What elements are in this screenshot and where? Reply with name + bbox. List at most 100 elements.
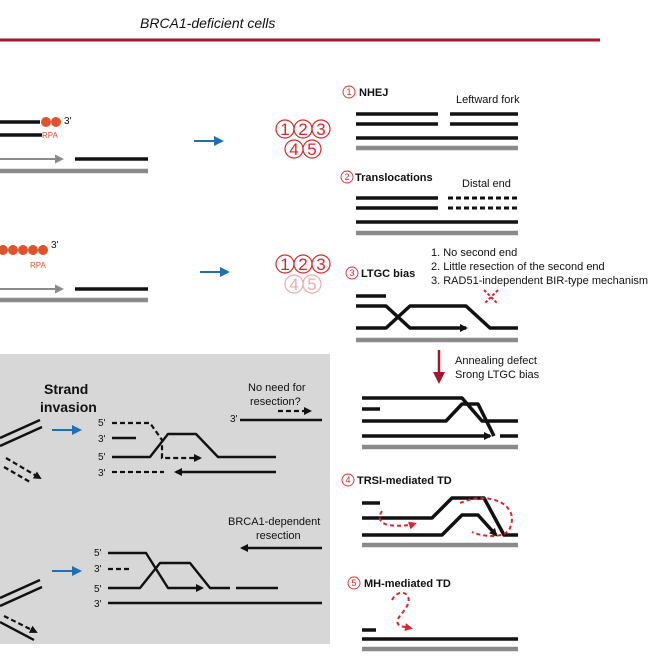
strand [0,585,43,608]
panel-brca1-resection: BRCA1-dependent resection 5' 3' 5' 3' [0,516,322,642]
ltgc-reason: 3. RAD51-independent BIR-type mechanism [431,275,648,287]
pathway-numbers-bottom: 1 2 3 4 5 [275,254,331,294]
outcome-number: 3 [349,268,354,278]
three-prime-label: 3' [230,414,238,425]
rpa-dot [51,117,61,127]
rpa-dot [8,245,18,255]
num-circle [341,473,355,487]
rpa-dot [41,117,51,127]
pathway-numbers-top: 1 2 3 4 5 [275,119,331,159]
gray-panel [0,354,330,644]
pathway-number: 3 [316,120,325,139]
ltgc-reason: 1. No second end [431,247,517,259]
outcome-label: Translocations [355,172,433,184]
panel-note: No need for [248,382,306,394]
panel-note: resection [256,530,301,542]
rpa-dot [38,245,48,255]
outcome-ltgc: 1. No second end 2. Little resection of … [345,247,648,343]
strand [0,425,43,448]
three-prime-label: 3' [98,434,106,445]
red-dashed-loop [459,497,513,537]
pathway-number: 5 [307,140,316,159]
outcome-label: NHEJ [359,87,388,99]
page-title: BRCA1-deficient cells [140,15,275,31]
pathway-number-faint: 5 [307,275,316,294]
annealing-text: Annealing defect [455,355,537,367]
rpa-label: RPA [42,131,59,140]
annealing-step: Annealing defect Srong LTGC bias [433,350,540,384]
ltgc-result [362,396,518,450]
num-circle [311,119,331,139]
outcome-mh: 5 MH-mediated TD [347,576,518,652]
outcome-note: Leftward fork [456,94,520,106]
pathway-number: 2 [298,120,307,139]
outcome-number: 5 [351,578,356,588]
three-prime-label: 3' [64,116,72,127]
five-prime-label: 5' [94,584,102,595]
rpa-dot [18,245,28,255]
red-dashed-loop [378,510,417,530]
strand [362,496,518,537]
outcome-label: MH-mediated TD [364,578,451,590]
three-prime-label: 3' [51,240,59,251]
outcome-number: 4 [345,475,350,485]
panel-heading: Strand [44,381,88,397]
dashed-strand [3,466,31,483]
rpa-label: RPA [30,261,47,270]
num-circle [302,139,322,159]
five-prime-label: 5' [98,418,106,429]
num-circle [342,85,356,99]
outcome-number: 1 [346,87,351,97]
three-prime-label: 3' [94,564,102,575]
five-prime-label: 5' [98,452,106,463]
strand [108,561,230,590]
outcome-number: 2 [344,172,349,182]
dashed-strand [3,615,38,633]
pathway-number-faint: 4 [289,275,298,294]
dashed-strand [5,457,42,480]
panel-heading: invasion [40,399,97,415]
outcome-translocations: 2 Translocations Distal end [340,170,518,236]
invading-strand [356,304,468,332]
pathway-number: 3 [316,255,325,274]
outcome-label: LTGC bias [361,268,415,280]
panel-note: BRCA1-dependent [228,516,320,528]
panel-strand-invasion: Strand invasion No need for resection? 3… [0,381,322,483]
invading-strand [108,551,204,592]
strand [356,304,518,330]
strand [0,620,35,642]
three-prime-label: 3' [94,599,102,610]
rpa-dot [28,245,38,255]
num-circle [345,266,359,280]
strand [0,418,41,440]
pathway-number: 1 [280,255,289,274]
pathway-number: 2 [298,255,307,274]
num-circle-faint [302,274,322,294]
num-circle [347,576,361,590]
outcome-label: TRSI-mediated TD [357,475,452,487]
outcome-trsi: 4 TRSI-mediated TD [341,473,518,548]
ltgc-reason: 2. Little resection of the second end [431,261,605,273]
num-circle [311,254,331,274]
strand [362,402,496,437]
outcome-note: Distal end [462,178,511,190]
pathway-number: 4 [289,140,298,159]
strand [362,513,498,537]
num-circle [340,170,354,184]
red-dashed-loop [391,591,413,631]
annealing-text: Srong LTGC bias [455,369,540,381]
strand [0,578,41,600]
middle-left-substrate: 3' RPA [0,240,148,303]
strand [362,396,518,423]
panel-note: resection? [250,396,301,408]
cross-mark [483,289,499,305]
strand [112,432,276,459]
five-prime-label: 5' [94,548,102,559]
rpa-dot [0,245,8,255]
three-prime-label: 3' [98,468,106,479]
pathway-number: 1 [280,120,289,139]
top-left-substrate: 3' RPA [0,116,148,174]
outcome-nhej: 1 NHEJ Leftward fork [342,85,520,151]
